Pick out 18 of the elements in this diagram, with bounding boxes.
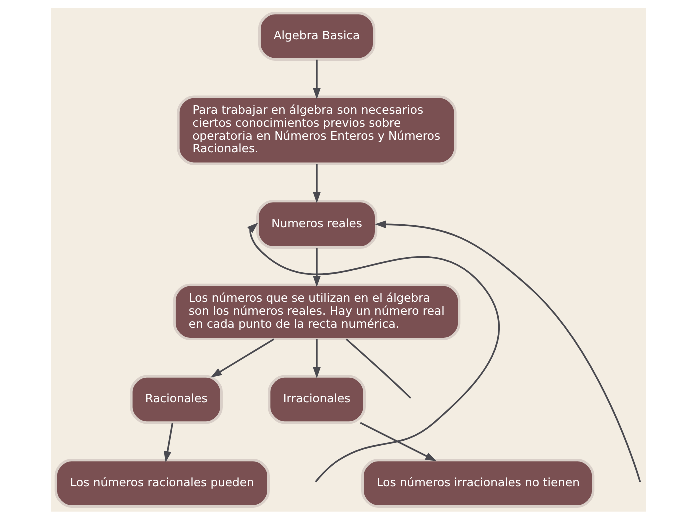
connector [345,338,412,399]
arrow [360,422,436,462]
node-box: Para trabajar en álgebra son necesarios ciertos conocimientos previos sobre operatoria en Números Enteros y Números Racionales. [176,96,456,166]
node-box: Numeros reales [256,200,378,250]
arrow [247,222,500,483]
arrow [312,164,320,204]
arrow [210,338,274,378]
node-box: Los números irracionales no tienen [360,459,594,508]
arrow [312,248,320,288]
arrow [374,220,641,482]
node-box: Algebra Basica [258,12,376,61]
node-box: Irracionales [268,375,366,424]
arrow [163,423,174,463]
node-box: Los números que se utilizan en el álgebra son los números reales. Hay un número real en cada punto de la recta numérica. [172,284,460,341]
node-box: Racionales [130,375,222,424]
arrow [312,339,320,379]
node-box: Los números racionales pueden [54,459,270,508]
arrow [312,60,320,100]
